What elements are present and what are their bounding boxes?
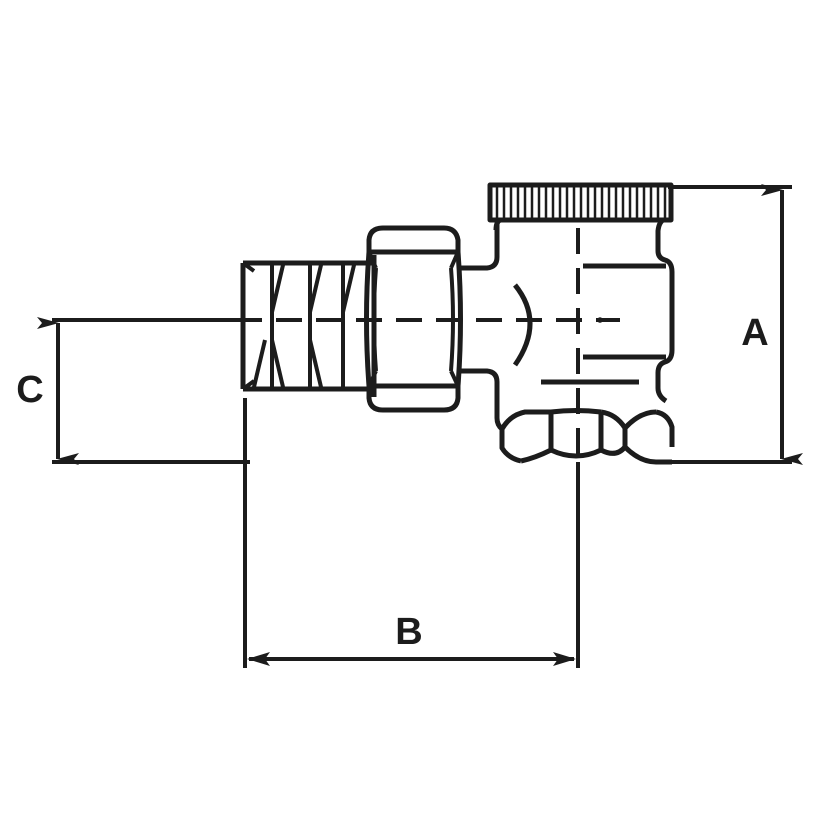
bottom-hex-nut [494,400,675,465]
horizontal-centerline [236,317,620,323]
dimension-c [37,317,250,465]
dimension-label-a: A [741,312,768,354]
dimension-label-c: C [16,369,43,411]
flow-arc [512,283,533,367]
dimension-a [668,184,803,465]
dimension-label-b: B [395,611,422,653]
threaded-tail [240,260,374,392]
dimension-b [243,398,580,668]
knurled-cap [487,182,674,231]
